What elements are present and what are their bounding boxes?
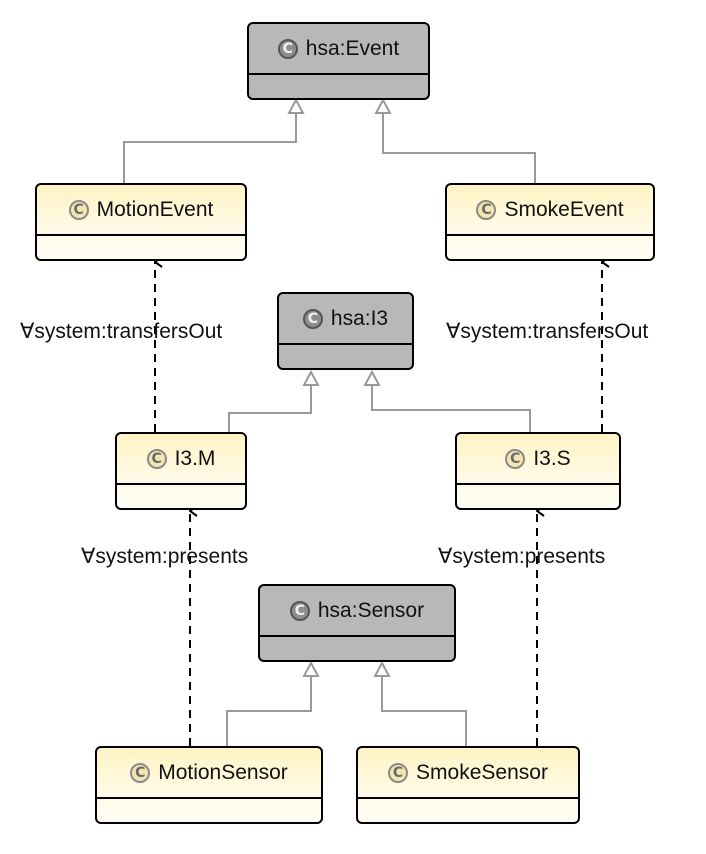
edge-label-transfers-out-smoke: ∀system:transfersOut: [446, 320, 649, 343]
class-name: hsa:I3: [330, 306, 389, 330]
class-name: SmokeSensor: [416, 760, 548, 784]
class-header: C SmokeSensor: [358, 748, 578, 797]
class-compartment-divider: [447, 234, 653, 236]
class-header: C I3.S: [457, 434, 619, 483]
inheritance-line-smoke-event: [382, 113, 536, 183]
inheritance-line-i3m: [228, 385, 312, 432]
class-header: C hsa:Event: [249, 24, 428, 73]
class-c-circle-icon: C: [277, 38, 298, 59]
inheritance-line-motion-sensor: [226, 676, 312, 746]
class-c-circle-icon: C: [388, 762, 409, 783]
inheritance-arrowhead: [287, 97, 305, 114]
class-name: hsa:Event: [305, 36, 400, 60]
class-header: C hsa:I3: [279, 294, 412, 343]
class-name: I3.S: [533, 446, 571, 470]
inheritance-arrowhead: [363, 369, 381, 386]
class-c-circle-icon: C: [289, 600, 310, 621]
class-c-circle-icon: C: [130, 762, 151, 783]
class-compartment-divider: [358, 797, 578, 799]
class-compartment-divider: [457, 483, 619, 485]
class-hsa-sensor[interactable]: C hsa:Sensor: [258, 584, 456, 662]
inheritance-line-i3s: [371, 385, 531, 432]
class-compartment-divider: [279, 343, 412, 345]
class-c-circle-icon: C: [68, 199, 89, 220]
class-hsa-i3[interactable]: C hsa:I3: [277, 292, 414, 370]
class-compartment-divider: [37, 234, 245, 236]
edge-label-transfers-out-motion: ∀system:transfersOut: [20, 320, 223, 343]
class-header: C MotionSensor: [97, 748, 321, 797]
class-motion-sensor[interactable]: C MotionSensor: [95, 746, 323, 824]
inheritance-line-smoke-sensor: [381, 676, 467, 746]
class-i3-s[interactable]: C I3.S: [455, 432, 621, 510]
class-header: C hsa:Sensor: [260, 586, 454, 635]
class-hsa-event[interactable]: C hsa:Event: [247, 22, 430, 100]
class-smoke-sensor[interactable]: C SmokeSensor: [356, 746, 580, 824]
class-i3-m[interactable]: C I3.M: [115, 432, 247, 510]
inheritance-arrowhead: [373, 660, 391, 677]
class-c-circle-icon: C: [146, 448, 167, 469]
class-name: SmokeEvent: [504, 197, 624, 221]
edge-label-presents-motion: ∀system:presents: [81, 545, 249, 568]
inheritance-line-motion-event: [123, 113, 297, 183]
class-name: MotionSensor: [158, 760, 288, 784]
class-name: MotionEvent: [96, 197, 214, 221]
class-compartment-divider: [260, 635, 454, 637]
class-c-circle-icon: C: [302, 308, 323, 329]
class-c-circle-icon: C: [476, 199, 497, 220]
class-header: C MotionEvent: [37, 185, 245, 234]
class-compartment-divider: [249, 73, 428, 75]
class-name: I3.M: [174, 446, 216, 470]
inheritance-arrowhead: [302, 369, 320, 386]
class-name: hsa:Sensor: [317, 598, 425, 622]
class-motion-event[interactable]: C MotionEvent: [35, 183, 247, 261]
inheritance-arrowhead: [374, 97, 392, 114]
class-header: C SmokeEvent: [447, 185, 653, 234]
class-header: C I3.M: [117, 434, 245, 483]
class-c-circle-icon: C: [505, 448, 526, 469]
inheritance-arrowhead: [302, 660, 320, 677]
class-compartment-divider: [97, 797, 321, 799]
edge-label-presents-smoke: ∀system:presents: [438, 545, 606, 568]
class-compartment-divider: [117, 483, 245, 485]
class-smoke-event[interactable]: C SmokeEvent: [445, 183, 655, 261]
